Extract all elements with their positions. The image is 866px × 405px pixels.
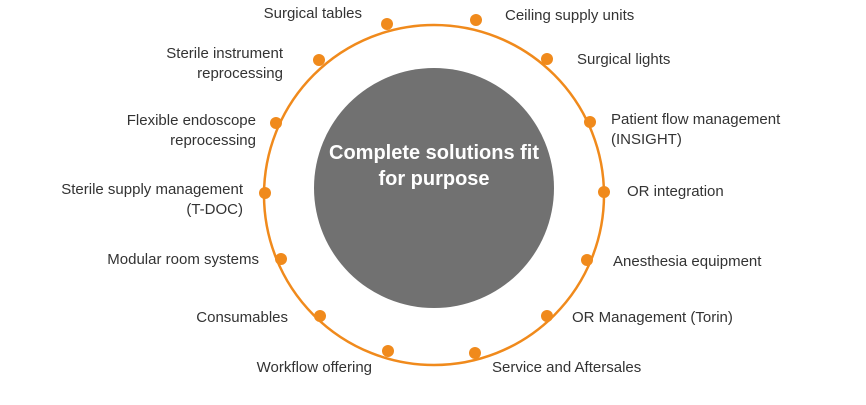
- node-label: Surgical tables: [264, 4, 362, 24]
- node-label-line: Consumables: [196, 309, 288, 326]
- node-label-line: reprocessing: [197, 65, 283, 82]
- node-dot: [381, 18, 393, 30]
- node-label-line: Workflow offering: [256, 359, 372, 376]
- node-dot: [313, 54, 325, 66]
- node-label-line: OR Management (Torin): [572, 309, 733, 326]
- node-label-line: Sterile supply management: [61, 181, 243, 198]
- node-dot: [541, 310, 553, 322]
- node-label: Workflow offering: [257, 358, 372, 378]
- node-label-line: OR integration: [627, 183, 724, 200]
- center-title: Complete solutions fit for purpose: [329, 142, 539, 190]
- node-label: Consumables: [196, 308, 288, 328]
- node-label: Service and Aftersales: [492, 358, 641, 378]
- node-label-line: Patient flow management: [611, 111, 781, 128]
- node-label-line: Sterile instrument: [166, 45, 283, 62]
- node-label: Anesthesia equipment: [613, 252, 761, 272]
- center-circle: [314, 68, 554, 308]
- node-label: Patient flow management (INSIGHT): [611, 110, 780, 150]
- node-label: Sterile instrument reprocessing: [166, 44, 283, 84]
- node-dot: [259, 187, 271, 199]
- node-label-line: Ceiling supply units: [505, 7, 635, 24]
- node-label-line: (INSIGHT): [611, 131, 682, 148]
- node-label-line: reprocessing: [170, 132, 256, 149]
- node-label: Surgical lights: [577, 50, 670, 70]
- node-label: Modular room systems: [107, 250, 259, 270]
- node-dot: [314, 310, 326, 322]
- nodes-layer: [259, 14, 610, 359]
- node-label-line: (T-DOC): [186, 201, 243, 218]
- node-label: Ceiling supply units: [505, 6, 634, 26]
- node-label: OR Management (Torin): [572, 308, 733, 328]
- node-dot: [581, 254, 593, 266]
- node-dot: [541, 53, 553, 65]
- node-label-line: Anesthesia equipment: [613, 253, 762, 270]
- node-dot: [584, 116, 596, 128]
- node-dot: [382, 345, 394, 357]
- node-label-line: Modular room systems: [107, 251, 259, 268]
- node-label: Flexible endoscope reprocessing: [127, 111, 256, 151]
- node-dot: [270, 117, 282, 129]
- node-dot: [469, 347, 481, 359]
- node-label-line: Service and Aftersales: [492, 359, 642, 376]
- node-label: OR integration: [627, 182, 724, 202]
- node-dot: [470, 14, 482, 26]
- node-label-line: Surgical lights: [577, 51, 671, 68]
- node-label: Sterile supply management (T-DOC): [61, 180, 243, 220]
- node-dot: [598, 186, 610, 198]
- node-label-line: Flexible endoscope: [126, 112, 256, 129]
- node-label-line: Surgical tables: [263, 5, 362, 22]
- node-dot: [275, 253, 287, 265]
